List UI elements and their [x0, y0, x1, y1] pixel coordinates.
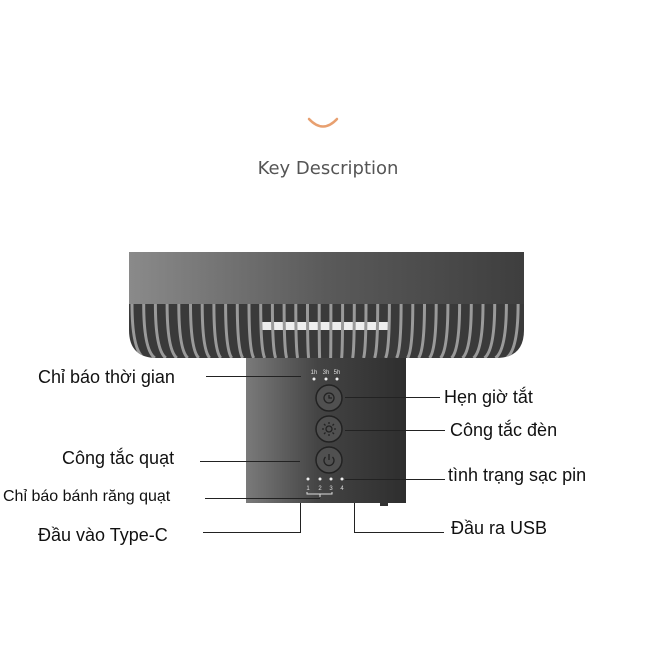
leader-line — [200, 461, 300, 462]
leader-line — [345, 430, 445, 431]
leader-line — [205, 498, 320, 499]
clock-icon — [323, 392, 335, 404]
label-light-switch: Công tắc đèn — [450, 420, 558, 440]
page-title: Key Description — [257, 158, 399, 179]
gear-mark: 4 — [340, 486, 344, 492]
fan-grille — [129, 304, 524, 358]
leader-line — [203, 532, 301, 533]
leader-line — [206, 376, 301, 377]
timer-leds — [312, 377, 339, 381]
usb-port — [380, 503, 388, 506]
power-icon — [323, 456, 335, 467]
leader-line — [354, 532, 444, 533]
gear-mark: 3 — [329, 486, 333, 492]
label-usb-output: Đầu ra USB — [451, 518, 548, 538]
label-type-c-input: Đầu vào Type-C — [38, 525, 168, 545]
gear-mark: 2 — [318, 486, 322, 492]
gear-mark: 1 — [306, 486, 310, 492]
control-buttons — [315, 384, 343, 474]
gear-leds — [306, 477, 344, 481]
label-timer-indicator: Chỉ báo thời gian — [38, 367, 175, 387]
timer-mark: 3h — [323, 370, 330, 376]
label-fan-switch: Công tắc quạt — [62, 448, 175, 468]
label-charging-status: tình trạng sạc pin — [448, 465, 587, 485]
leader-line — [354, 503, 355, 533]
timer-mark: 5h — [334, 370, 341, 376]
timer-mark: 1h — [311, 370, 318, 376]
light-button — [315, 415, 343, 443]
label-gear-indicator: Chỉ báo bánh răng quạt — [3, 488, 171, 505]
leader-line — [345, 479, 445, 480]
sun-icon — [325, 425, 333, 433]
leader-line — [345, 397, 440, 398]
fan-head-rim — [129, 252, 524, 305]
leader-line — [300, 503, 301, 533]
label-timer-off: Hẹn giờ tắt — [444, 387, 533, 407]
